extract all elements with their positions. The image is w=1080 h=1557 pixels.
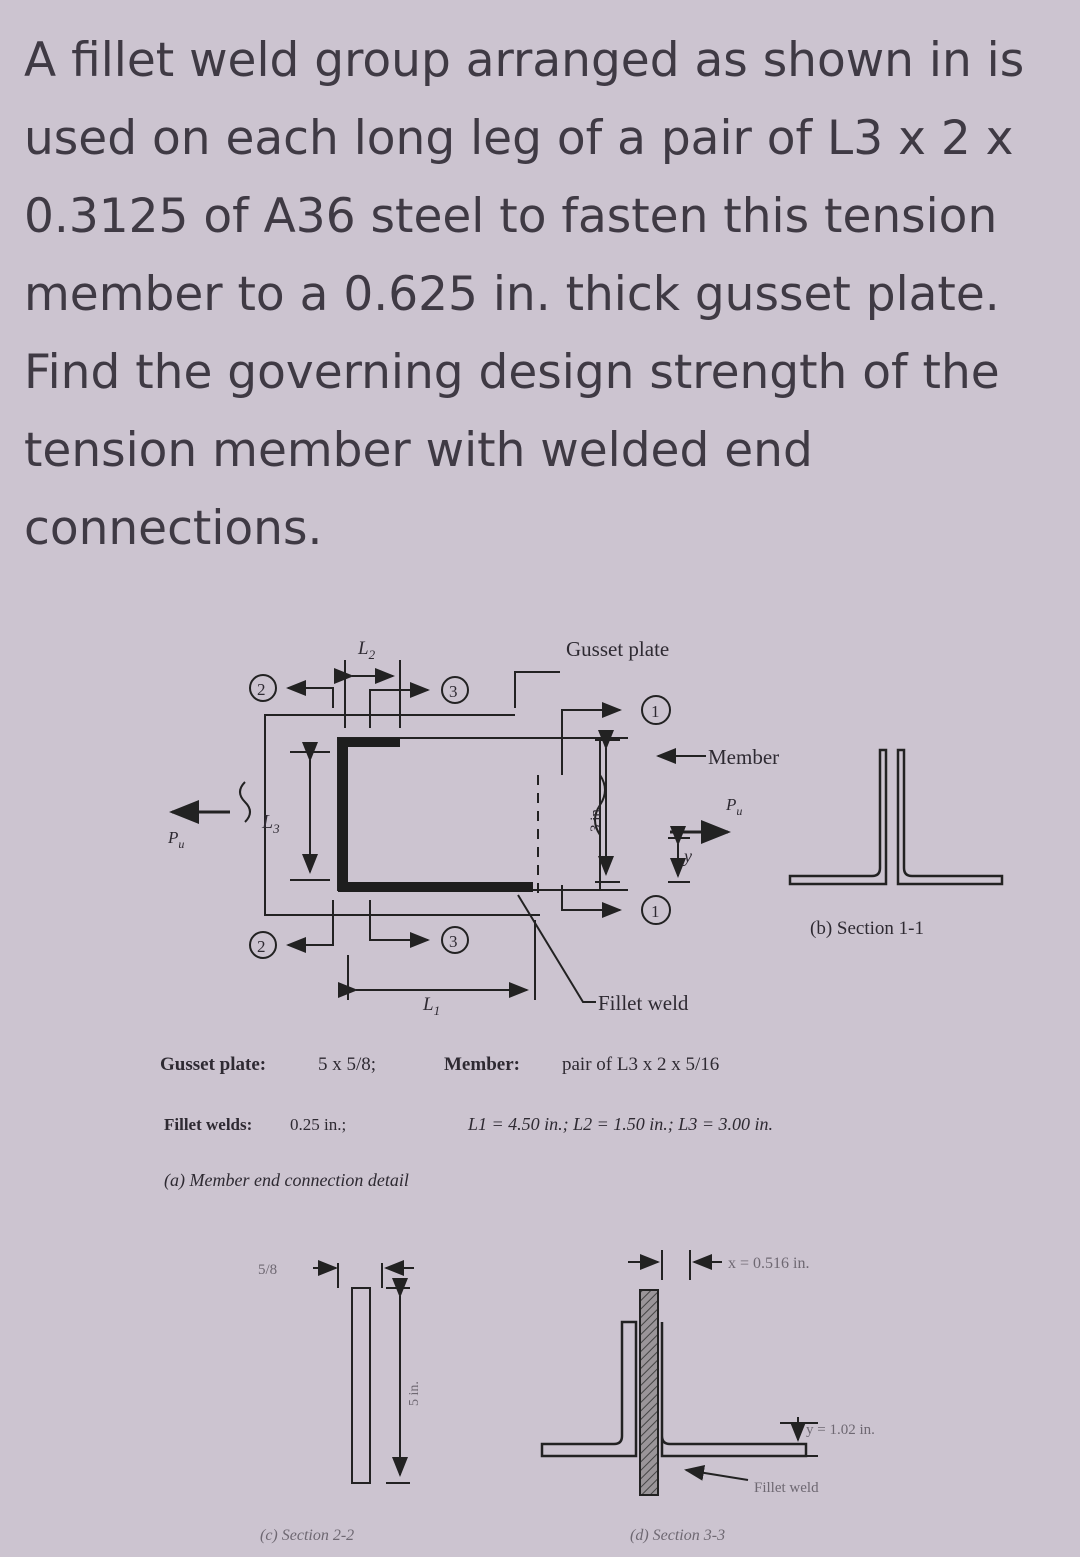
marker-2-top: 2 [257, 680, 266, 699]
pu-right-label: Pu [725, 795, 742, 818]
connection-figure: L3 Pu L2 2 2 3 3 Gusset plate 1 1 [0, 600, 1080, 1557]
member-spec-value: pair of L3 x 2 x 5/16 [562, 1054, 719, 1075]
gusset-spec-value: 5 x 5/8; [318, 1054, 376, 1075]
problem-line: member to a 0.625 in. thick gusset plate… [24, 267, 1000, 322]
section-2-2-shape [313, 1260, 414, 1484]
l1-dimension [338, 920, 536, 1000]
section-1-1-top-marker [561, 695, 671, 775]
section-1-1-shape [788, 748, 1004, 886]
l1-label: L1 [422, 994, 440, 1018]
l3-dimension [290, 742, 330, 881]
welds-spec-value: 0.25 in.; [290, 1115, 346, 1134]
marker-3-bottom: 3 [449, 932, 458, 951]
gusset-section-hatched [639, 1289, 659, 1496]
section-2-2-bottom-marker [249, 900, 334, 959]
marker-1-top: 1 [651, 702, 660, 721]
member-angle-outline [337, 737, 628, 891]
problem-statement: A fillet weld group arranged as shown in… [24, 22, 1064, 568]
five-inch-label: 5 in. [407, 1381, 422, 1406]
fillet-weld-label: Fillet weld [598, 991, 689, 1015]
problem-line: tension member with welded end [24, 423, 813, 478]
problem-line: A fillet weld group arranged as shown in… [24, 33, 1025, 88]
section-1-1-bottom-marker [561, 885, 671, 925]
section-3-3-top-marker [369, 676, 469, 728]
section-3-3-caption: (d) Section 3-3 [630, 1527, 725, 1544]
three-inch-dimension [595, 730, 620, 883]
length-spec: L1 = 4.50 in.; L2 = 1.50 in.; L3 = 3.00 … [467, 1114, 773, 1134]
caption-a: (a) Member end connection detail [164, 1170, 409, 1191]
y-label: y [682, 846, 692, 866]
l2-label: L2 [357, 638, 376, 662]
welds-spec-key: Fillet welds: [164, 1115, 252, 1134]
section-3-3-angles [540, 1320, 808, 1458]
l3-brace [239, 781, 251, 823]
weld-lines [338, 738, 533, 892]
problem-line: connections. [24, 501, 323, 556]
three-inch-label: 3 in. [588, 805, 604, 832]
section-3-3-dims [628, 1250, 818, 1481]
pu-left-label: Pu [167, 828, 184, 851]
marker-1-bottom: 1 [651, 902, 660, 921]
fillet-weld-d-label: Fillet weld [754, 1480, 819, 1496]
member-spec-key: Member: [444, 1054, 520, 1075]
section-3-3-bottom-marker [369, 900, 469, 954]
member-label: Member [708, 745, 779, 769]
problem-line: used on each long leg of a pair of L3 x … [24, 111, 1014, 166]
gusset-spec-key: Gusset plate: [160, 1054, 266, 1075]
problem-line: 0.3125 of A36 steel to fasten this tensi… [24, 189, 998, 244]
l3-label: L3 [261, 811, 280, 836]
five-eighths-label: 5/8 [258, 1262, 277, 1278]
y-dimension [668, 826, 690, 883]
figure-svg: L3 Pu L2 2 2 3 3 Gusset plate 1 1 [160, 637, 1004, 1544]
section-2-2-caption: (c) Section 2-2 [260, 1527, 354, 1544]
y-bar-label: y = 1.02 in. [806, 1422, 875, 1438]
gusset-plate-outline [264, 714, 540, 916]
section-2-2-top-marker [249, 674, 334, 708]
x-bar-label: x = 0.516 in. [728, 1255, 809, 1272]
fillet-weld-leader [517, 894, 596, 1003]
section-1-1-caption: (b) Section 1-1 [810, 918, 924, 939]
gusset-plate-leader [514, 671, 560, 708]
marker-2-bottom: 2 [257, 937, 266, 956]
l2-dimension [334, 660, 401, 728]
marker-3-top: 3 [449, 682, 458, 701]
problem-line: Find the governing design strength of th… [24, 345, 1000, 400]
gusset-plate-label: Gusset plate [566, 637, 669, 661]
